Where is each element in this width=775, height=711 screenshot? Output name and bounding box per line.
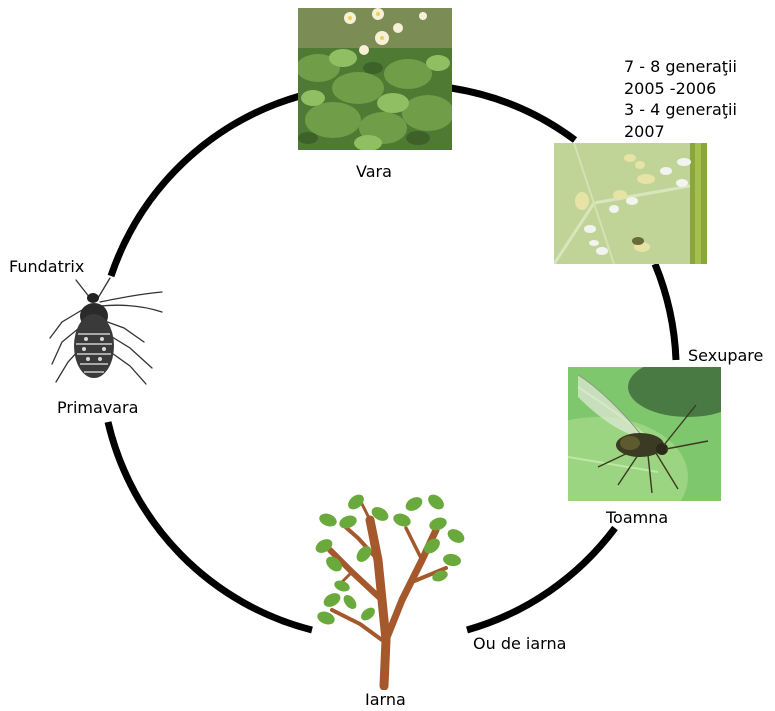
label-iarna: Iarna — [365, 690, 406, 710]
iarna-tree-icon — [312, 490, 472, 690]
vara-potato-plant-photo — [298, 8, 452, 150]
toamna-winged-aphid-photo — [568, 367, 721, 501]
generations-line-2: 2005 -2006 — [624, 78, 737, 100]
generations-line-1: 7 - 8 generaţii — [624, 56, 737, 78]
generations-line-4: 2007 — [624, 121, 737, 143]
label-primavara: Primavara — [57, 398, 138, 418]
arc-autumn-to-egg — [467, 528, 615, 630]
generations-line-3: 3 - 4 generaţii — [624, 99, 737, 121]
label-vara: Vara — [356, 162, 392, 182]
generations-text: 7 - 8 generaţii 2005 -2006 3 - 4 generaţ… — [624, 56, 737, 142]
label-fundatrix: Fundatrix — [9, 257, 84, 277]
label-sexupare: Sexupare — [688, 346, 763, 366]
arc-summer-to-generations — [451, 88, 575, 140]
aphid-colony-photo — [554, 143, 707, 264]
arc-spring-to-summer — [111, 96, 300, 276]
arc-winter-to-spring — [108, 422, 312, 630]
arc-generations-to-sexupare — [655, 264, 676, 360]
primavara-aphid-drawing — [40, 276, 164, 392]
label-toamna: Toamna — [606, 508, 668, 528]
label-ou-de-iarna: Ou de iarna — [473, 634, 566, 654]
